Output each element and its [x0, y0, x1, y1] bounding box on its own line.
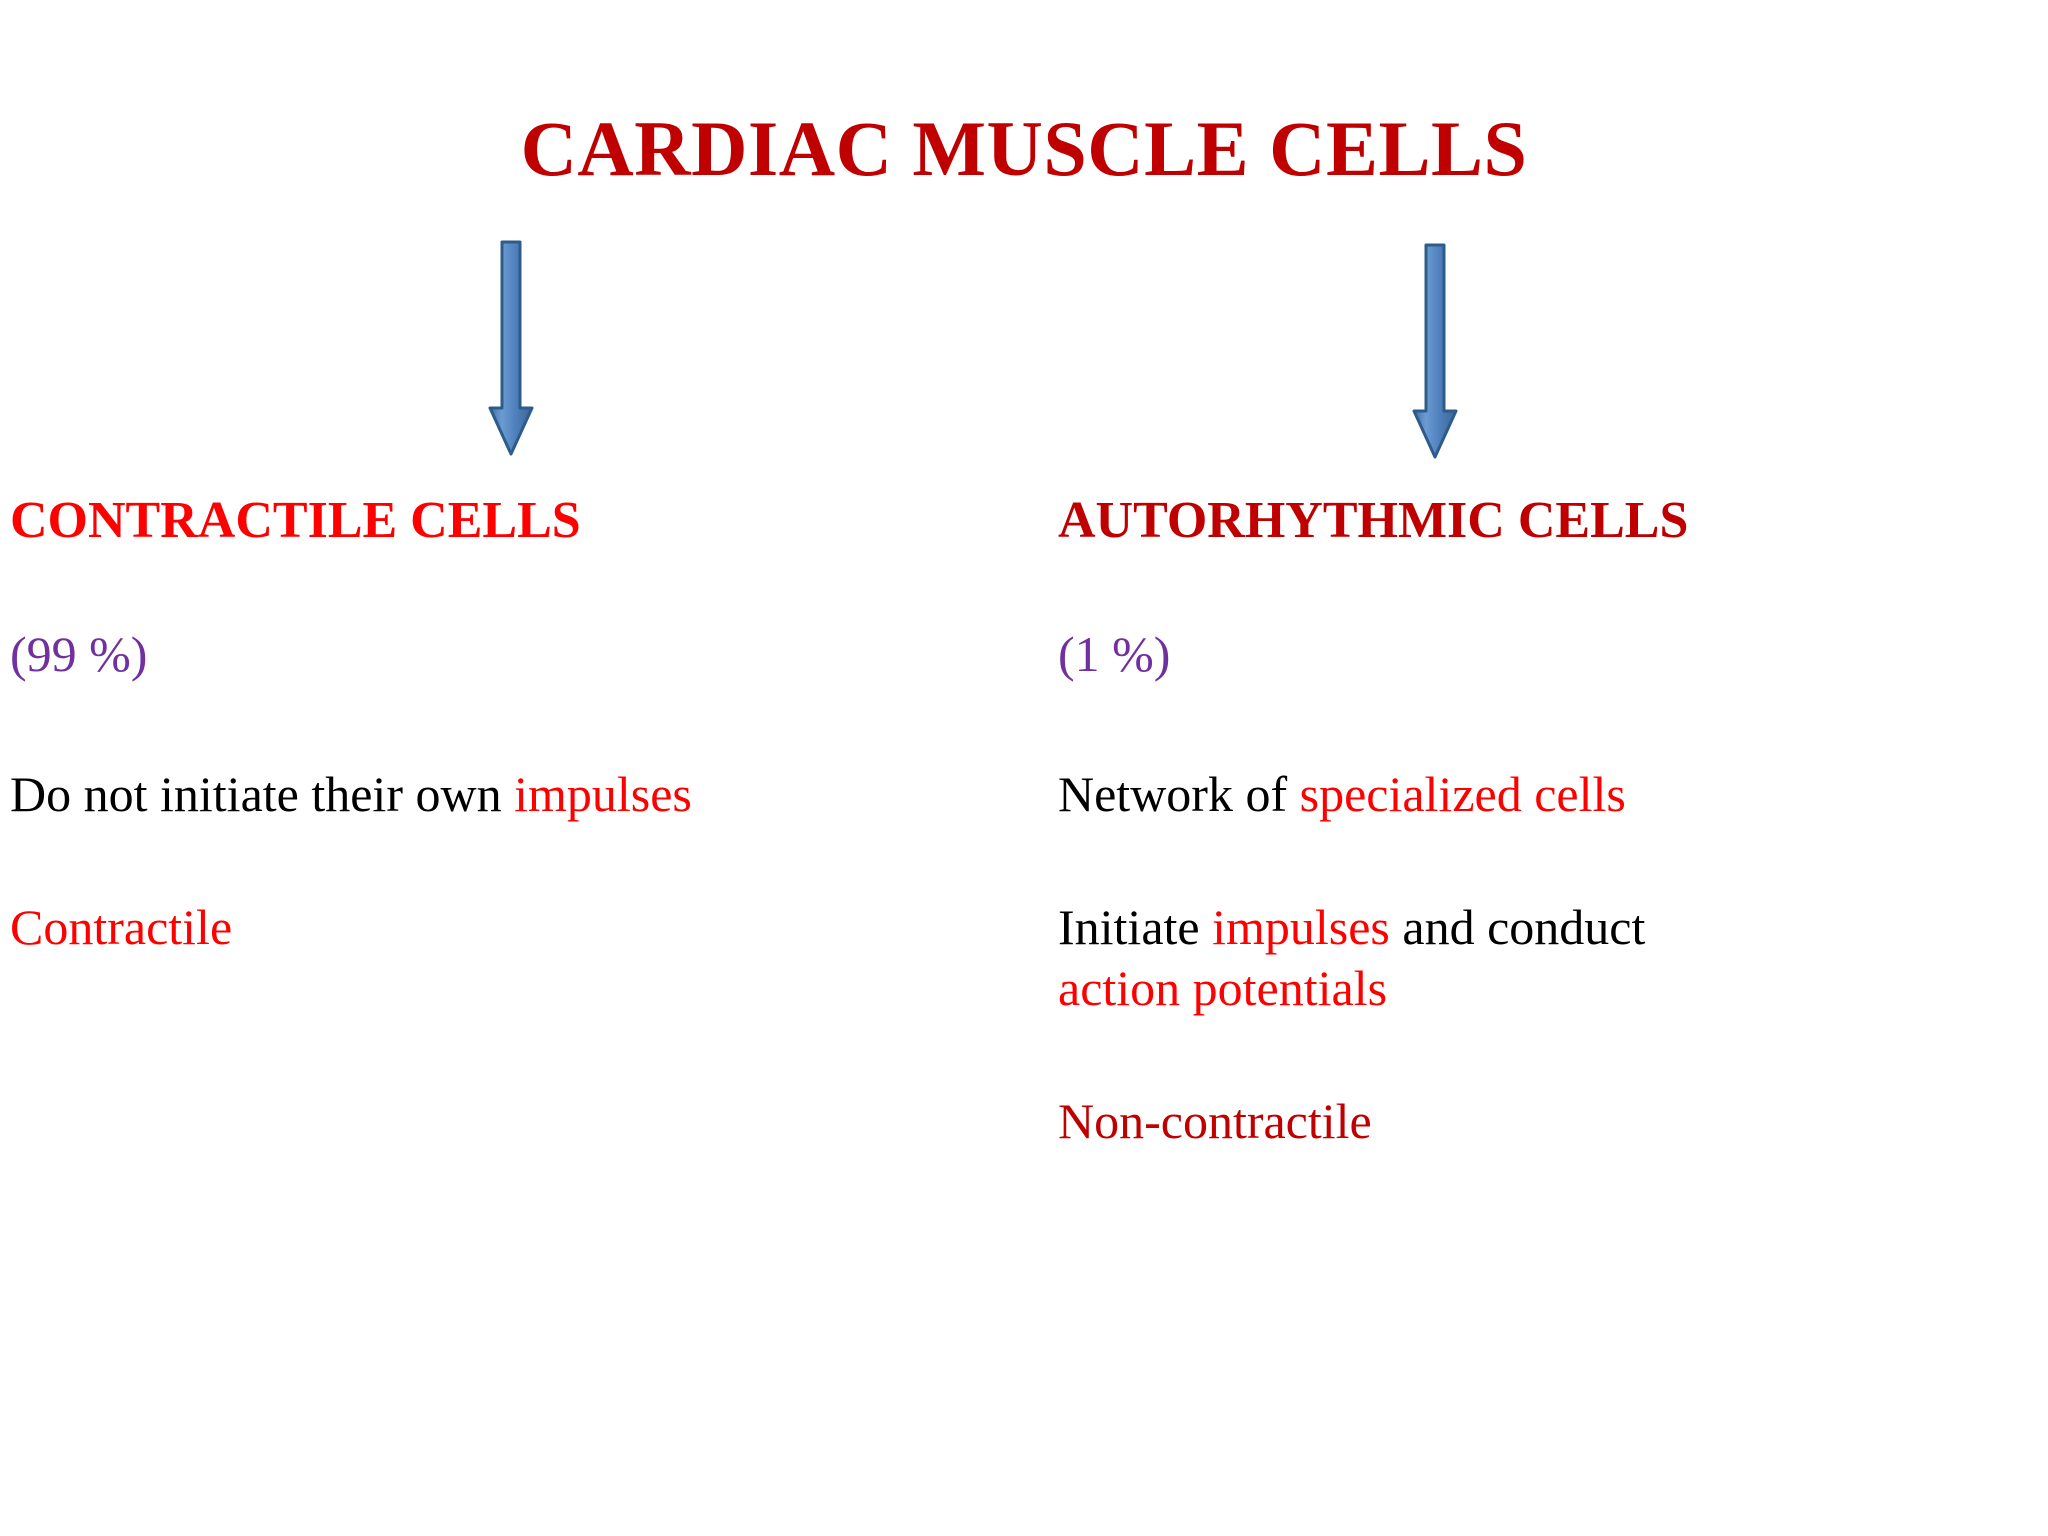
autorhythmic-line-network-red: specialized cells [1299, 766, 1626, 823]
contractile-cells-percentage: (99 %) [10, 626, 148, 683]
autorhythmic-cells-heading: AUTORHYTHMIC CELLS [1058, 492, 1689, 549]
autorhythmic-line-network-black: Network of [1058, 766, 1300, 823]
contractile-line-contractile: Contractile [10, 899, 233, 956]
page-title: CARDIAC MUSCLE CELLS [520, 105, 1528, 192]
autorhythmic-line-initiate-black-b: and conduct [1389, 899, 1646, 956]
autorhythmic-line-network: Network of specialized cells [1058, 764, 2018, 825]
contractile-cells-column: CONTRACTILE CELLS (99 %) Do not initiate… [10, 492, 1030, 958]
contractile-line-impulses-red: impulses [514, 766, 692, 823]
contractile-line-impulses-black: Do not initiate their own [10, 766, 515, 823]
down-arrow-left-icon [488, 240, 534, 458]
down-arrow-right-icon [1412, 243, 1458, 461]
contractile-line-impulses: Do not initiate their own impulses [10, 764, 1030, 825]
autorhythmic-line-non-contractile: Non-contractile [1058, 1093, 1372, 1150]
autorhythmic-line-initiate: Initiate impulses and conduct action pot… [1058, 897, 2018, 1019]
autorhythmic-line-action-potentials: action potentials [1058, 960, 1388, 1017]
contractile-cells-heading: CONTRACTILE CELLS [10, 492, 581, 549]
autorhythmic-line-initiate-red-a: impulses [1212, 899, 1390, 956]
autorhythmic-cells-percentage: (1 %) [1058, 626, 1171, 683]
autorhythmic-cells-column: AUTORHYTHMIC CELLS (1 %) Network of spec… [1058, 492, 2018, 1152]
autorhythmic-line-initiate-black-a: Initiate [1058, 899, 1213, 956]
